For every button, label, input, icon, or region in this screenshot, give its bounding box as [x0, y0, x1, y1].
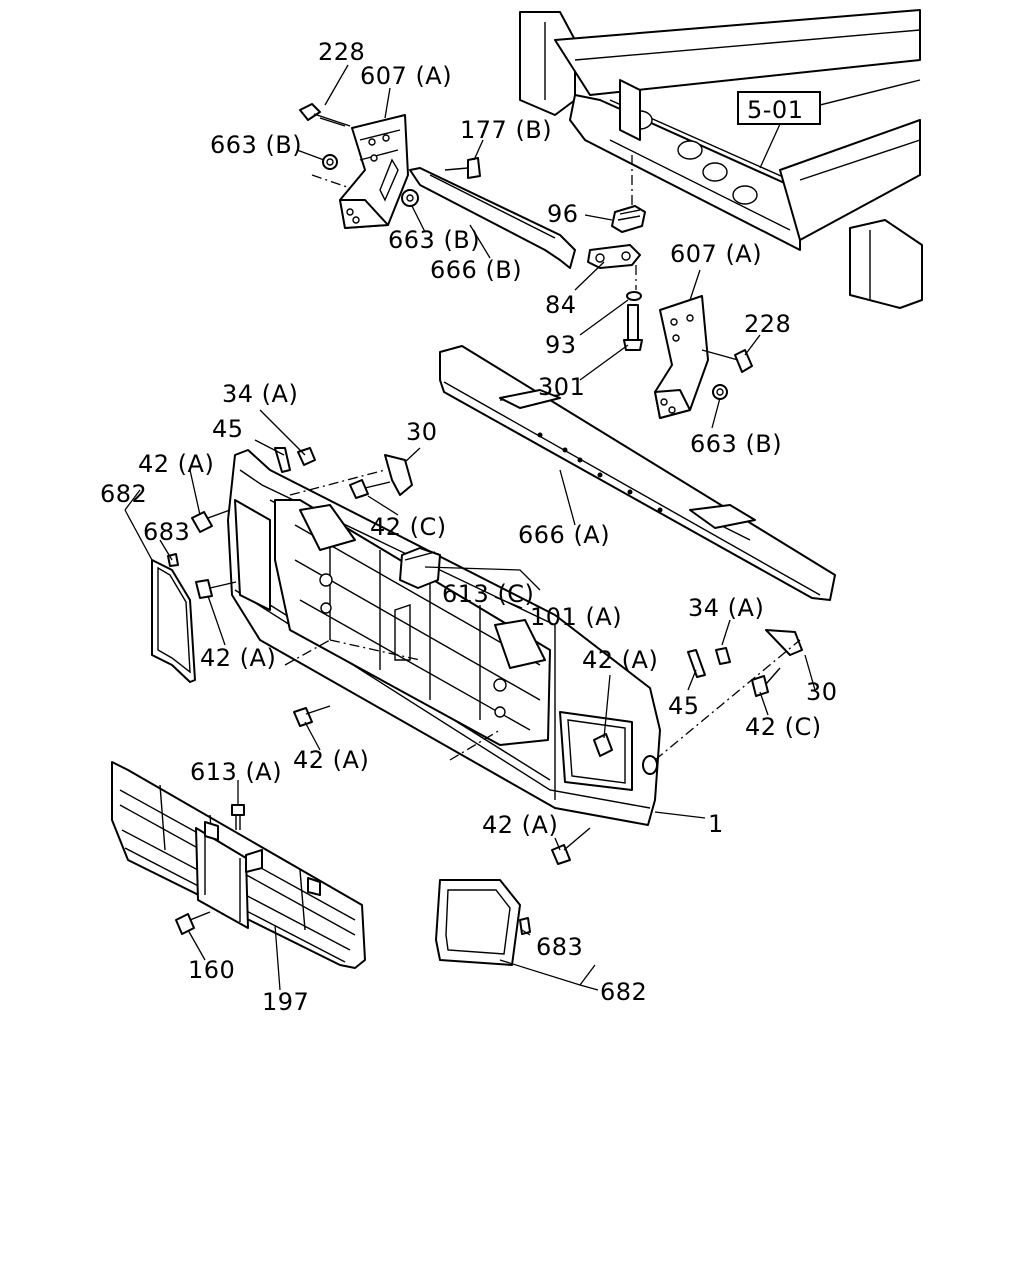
label-34a-right: 34 (A): [688, 594, 764, 622]
label-666a: 666 (A): [518, 521, 610, 549]
label-607a-top: 607 (A): [360, 62, 452, 90]
label-96: 96: [547, 200, 579, 228]
label-160: 160: [188, 956, 235, 984]
label-42a-right: 42 (A): [582, 646, 658, 674]
label-663b-left: 663 (B): [210, 131, 302, 159]
bumper-bar: [439, 345, 836, 601]
label-45-right: 45: [668, 692, 700, 720]
label-34a-left: 34 (A): [222, 380, 298, 408]
hook-assembly: [587, 155, 646, 351]
label-682-right: 682: [600, 978, 647, 1006]
label-613a: 613 (A): [190, 758, 282, 786]
label-301: 301: [538, 373, 585, 401]
label-1: 1: [708, 810, 724, 838]
reference-label: 5-01: [747, 96, 803, 124]
label-197: 197: [262, 988, 309, 1016]
label-663b-mid: 663 (B): [388, 226, 480, 254]
label-42a-bottom: 42 (A): [482, 811, 558, 839]
label-177b: 177 (B): [460, 116, 552, 144]
label-42a-left-mid: 42 (A): [200, 644, 276, 672]
label-613c: 613 (C): [442, 580, 534, 608]
label-663b-right: 663 (B): [690, 430, 782, 458]
label-683-left: 683: [143, 518, 190, 546]
label-30-left: 30: [406, 418, 438, 446]
left-upper-bracket: [299, 103, 409, 229]
bracket-rod-assembly: [401, 157, 576, 269]
left-lamp-gasket: [151, 553, 196, 683]
label-45-left: 45: [212, 415, 244, 443]
label-228-right: 228: [744, 310, 791, 338]
label-30-right: 30: [806, 678, 838, 706]
right-upper-bracket: [654, 295, 753, 419]
label-93: 93: [545, 331, 577, 359]
right-lamp-gasket: [435, 879, 531, 966]
label-101a: 101 (A): [530, 603, 622, 631]
label-682-left: 682: [100, 480, 147, 508]
label-228-top: 228: [318, 38, 365, 66]
label-42a-center: 42 (A): [293, 746, 369, 774]
part-labels: 228 607 (A) 663 (B) 177 (B) 96 663 (B) 6…: [100, 38, 838, 1016]
label-666b: 666 (B): [430, 256, 522, 284]
bumper-face: [227, 449, 661, 826]
grille: [111, 761, 366, 969]
leader-lines: [124, 64, 816, 991]
label-683-right: 683: [536, 933, 583, 961]
label-42c-right: 42 (C): [745, 713, 822, 741]
chassis-frame: [519, 9, 923, 309]
label-42c-left: 42 (C): [370, 513, 447, 541]
label-607a-right: 607 (A): [670, 240, 762, 268]
label-42a-left-top: 42 (A): [138, 450, 214, 478]
bumper-hardware: [191, 447, 803, 865]
label-84: 84: [545, 291, 577, 319]
reference-box: 5-01: [737, 91, 821, 169]
